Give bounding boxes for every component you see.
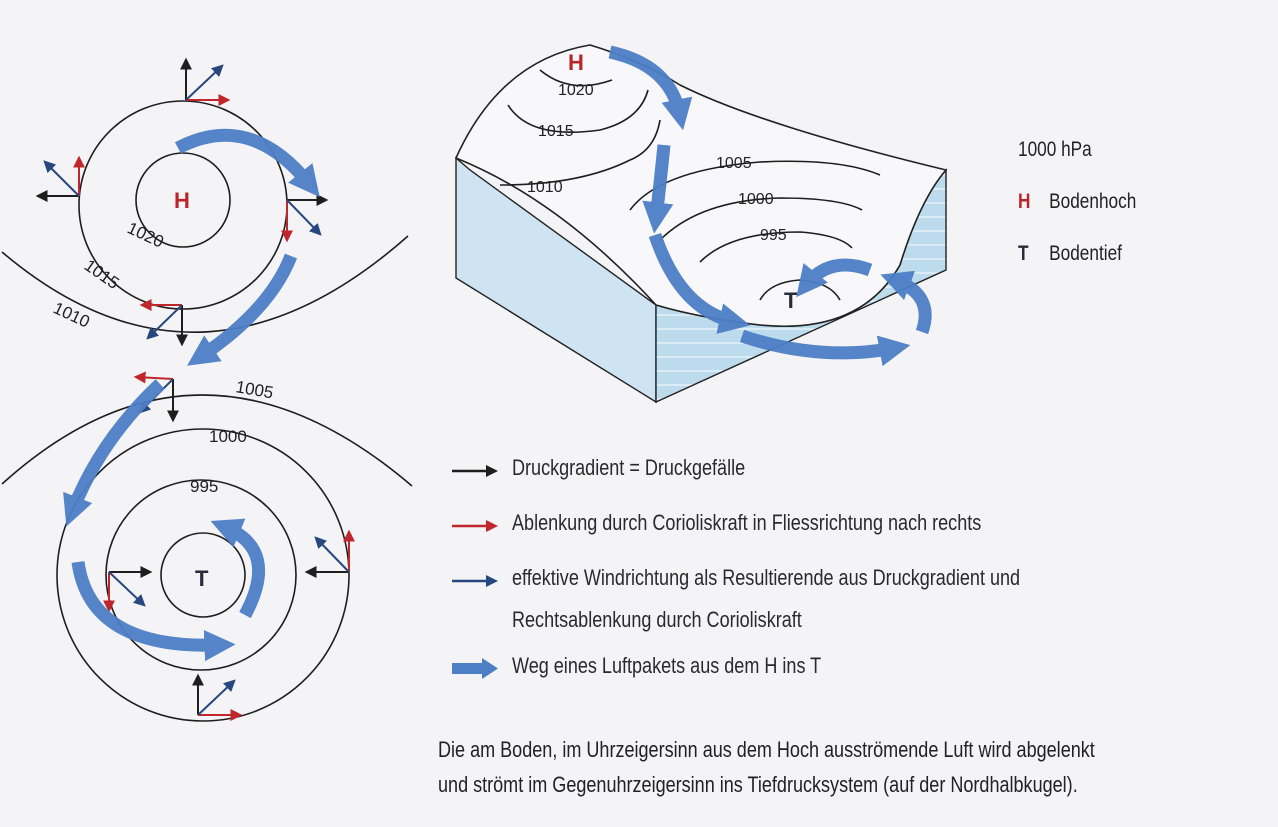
legend-text-coriolis: Ablenkung durch Corioliskraft in Fliessr… [512,510,982,535]
isobar-1010-line [1,235,409,333]
block-isobar-1020 [539,69,613,87]
block-air-parcel-path-6 [796,258,873,298]
block-label-1015: 1015 [538,123,574,140]
resultant-arrow [314,536,350,573]
air-parcel-path-5 [210,518,266,619]
block-label-1005: 1005 [716,155,752,172]
low-center-label: T [195,566,209,591]
force-arrows-bottom-s [192,673,243,721]
resultant-arrow [197,679,236,716]
key-label-high: Bodenhoch [1049,190,1137,213]
force-arrows-bottom-w [103,566,153,613]
key-item-high: H Bodenhoch [1018,190,1136,214]
block-air-parcel-path-1 [608,45,693,131]
block-low-label: T [784,288,798,313]
key-label-low: Bodentief [1049,242,1122,265]
force-arrows-bottom-e [304,529,355,578]
caption-line-2: und strömt im Gegenuhrzeigersinn ins Tie… [438,772,1078,797]
center-low-circle [160,532,246,618]
key-unit: 1000 hPa [1018,138,1092,161]
legend-text-resultant-line2: Rechtsablenkung durch Corioliskraft [512,607,802,632]
key-symbol-high: H [1018,190,1031,213]
isobar-label-995: 995 [190,477,218,496]
block-air-parcel-path-3 [648,232,751,334]
block-isobar-995 [699,231,853,263]
wide-blue-arrow-icon [452,658,498,679]
block-diagram: 1020 1015 1010 1005 1000 995 H T [454,44,948,404]
air-parcel-path-2 [187,253,298,366]
blue-arrow-icon [452,575,498,587]
red-arrow-icon [452,520,498,532]
black-arrow-icon [452,465,498,477]
coriolis-arrow [133,371,174,384]
block-label-1000: 1000 [738,191,774,208]
block-air-parcel-path-2 [642,144,674,234]
high-center-label: H [174,188,190,213]
resultant-arrow [108,571,146,607]
block-top-surface [454,44,948,328]
force-arrows-top-w [35,155,85,202]
key-item-low: T Bodentief [1018,242,1122,266]
air-parcel-path-4 [71,560,236,662]
block-isobar-1000 [659,197,863,241]
block-label-1010: 1010 [527,179,563,196]
isobar-label-1020: 1020 [124,218,166,251]
high-pressure-system: 1020 1015 1010 H [1,57,409,347]
isobar-1005-line [1,394,413,487]
force-arrows-top-s [139,299,188,347]
isobar-label-1010: 1010 [50,298,92,331]
caption: Die am Boden, im Uhrzeigersinn aus dem H… [438,732,1095,802]
caption-line-1: Die am Boden, im Uhrzeigersinn aus dem H… [438,737,1095,762]
resultant-arrow [185,64,224,101]
resultant-arrow [146,304,183,340]
block-label-1020: 1020 [558,82,594,99]
isobar-1000-circle [56,428,350,722]
block-isobar-1010 [499,119,661,186]
key-symbol-low: T [1018,242,1029,265]
legend-text-air-parcel: Weg eines Luftpakets aus dem H ins T [512,653,822,678]
air-parcel-path-3 [63,379,165,527]
legend-text-gradient: Druckgradient = Druckgefälle [512,455,746,480]
block-isobar-1015 [507,89,649,133]
isobar-995-circle [105,479,297,671]
block-label-995: 995 [760,227,787,244]
resultant-arrow [43,160,80,197]
isobar-label-1015: 1015 [81,256,123,293]
low-pressure-system: 1005 1000 995 T [1,371,413,722]
isobar-label-1000: 1000 [209,427,247,446]
air-parcel-path-1 [174,128,320,198]
force-arrows-top-e [281,194,329,243]
block-high-label: H [568,50,584,75]
isobar-1020-circle [135,152,231,248]
block-air-parcel-path-4 [739,329,911,367]
block-air-parcel-path-5 [880,270,932,335]
legend-text-resultant: effektive Windrichtung als Resultierende… [512,565,1021,590]
resultant-arrow [286,199,322,236]
force-arrows-top-n [180,57,231,106]
